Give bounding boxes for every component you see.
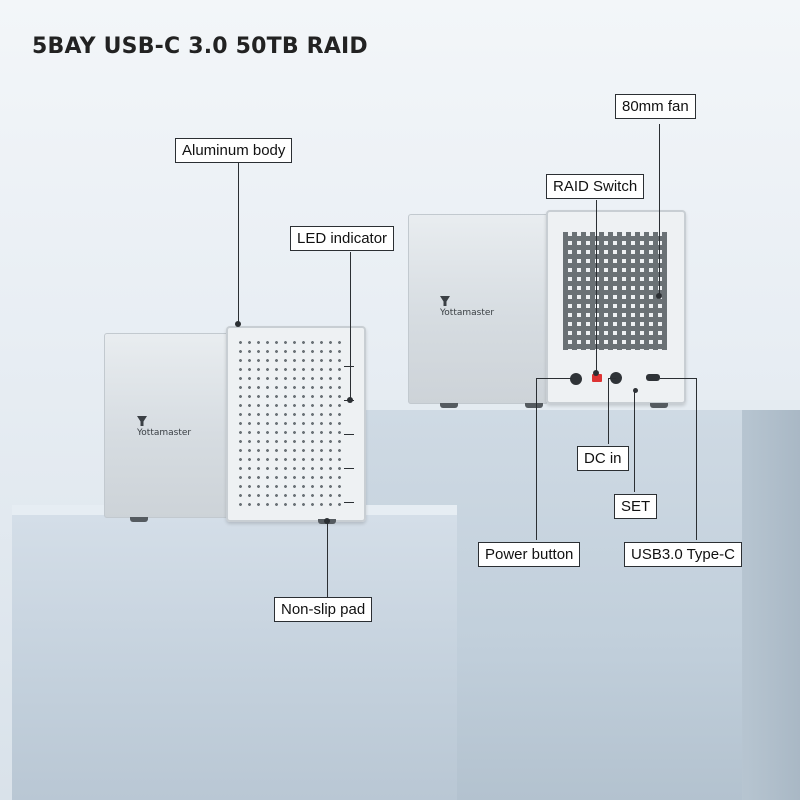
set-button-port: [633, 388, 638, 393]
dot-raid: [593, 370, 599, 376]
power-button-port: [570, 373, 582, 385]
fan-grille: [563, 232, 667, 350]
drive-bay-led-5: [344, 502, 354, 503]
front-perforation: [236, 338, 342, 510]
label-80mm-fan: 80mm fan: [615, 94, 696, 119]
line-set: [634, 391, 635, 492]
page-title: 5BAY USB-C 3.0 50TB RAID: [32, 34, 368, 59]
line-dc: [608, 378, 609, 444]
line-power: [536, 378, 537, 540]
line-pad: [327, 521, 328, 597]
label-dc-in: DC in: [577, 446, 629, 471]
line-usb-h: [660, 378, 697, 379]
line-power-h: [536, 378, 572, 379]
label-set: SET: [614, 494, 658, 519]
label-usb-type-c: USB3.0 Type-C: [624, 542, 742, 567]
line-fan: [659, 124, 660, 296]
dc-in-port: [610, 372, 622, 384]
label-raid-switch: RAID Switch: [546, 174, 645, 199]
line-led: [350, 252, 351, 400]
label-non-slip-pad: Non-slip pad: [274, 597, 373, 622]
line-raid: [596, 200, 597, 372]
enclosure-rear-side: [408, 214, 548, 404]
dot-led: [347, 397, 353, 403]
foot-rear-3: [650, 403, 668, 408]
raid-switch-red: [592, 374, 602, 382]
brand-logo-rear: Yottamaster: [440, 296, 494, 318]
drive-bay-led-4: [344, 468, 354, 469]
pedestal-right-edge: [742, 410, 800, 800]
drive-bay-led-3: [344, 434, 354, 435]
label-power-button: Power button: [478, 542, 581, 567]
enclosure-front-side: [104, 333, 234, 518]
dot-aluminum: [235, 321, 241, 327]
dot-pad: [324, 518, 330, 524]
foot-rear-2: [525, 403, 543, 408]
pedestal-left: [12, 515, 457, 800]
line-dc-h: [608, 378, 616, 379]
foot-rear-1: [440, 403, 458, 408]
label-led-indicator: LED indicator: [290, 226, 395, 251]
brand-logo-front: Yottamaster: [137, 416, 191, 438]
dot-fan: [656, 293, 662, 299]
foot-front-1: [130, 517, 148, 522]
line-aluminum: [238, 162, 239, 324]
yottamaster-logo-icon: [137, 416, 147, 426]
drive-bay-led-1: [344, 366, 354, 367]
brand-name-front: Yottamaster: [137, 428, 192, 438]
line-usb: [696, 378, 697, 540]
label-aluminum-body: Aluminum body: [175, 138, 293, 163]
usb-c-port: [646, 374, 660, 381]
yottamaster-logo-icon: [440, 296, 450, 306]
brand-name-rear: Yottamaster: [440, 308, 495, 318]
